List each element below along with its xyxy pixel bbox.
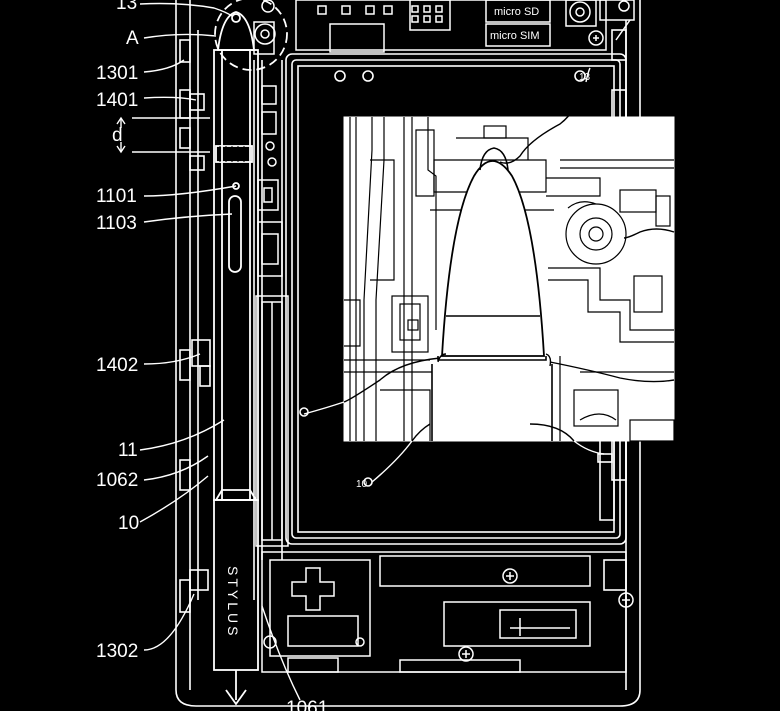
micro-sd-slot bbox=[485, 0, 551, 23]
label-11: 11 bbox=[118, 440, 138, 461]
label-A: A bbox=[126, 28, 139, 49]
detail-leaders-outer bbox=[303, 67, 605, 483]
top-components: micro SD micro SIM bbox=[253, 0, 635, 55]
label-1101: 1101 bbox=[96, 186, 137, 207]
detail-view bbox=[343, 81, 675, 442]
reference-labels: 13 A 1301 1401 d 1101 1103 1402 11 1062 … bbox=[96, 0, 328, 711]
label-1062: 1062 bbox=[96, 470, 138, 491]
detail-label-10: 10 bbox=[356, 479, 368, 490]
label-1301: 1301 bbox=[96, 63, 138, 84]
stylus: STYLUS bbox=[213, 11, 259, 706]
detail-circle-a bbox=[214, 0, 288, 71]
leader-lines bbox=[116, 2, 301, 701]
detail-label-13: 13 bbox=[579, 72, 591, 83]
label-1401: 1401 bbox=[96, 90, 138, 111]
label-d: d bbox=[112, 125, 123, 146]
micro-sim-label: micro SIM bbox=[490, 30, 540, 42]
stylus-text: STYLUS bbox=[225, 566, 241, 638]
label-10: 10 bbox=[118, 513, 139, 534]
bottom-components bbox=[261, 551, 634, 673]
label-1103: 1103 bbox=[96, 213, 137, 234]
label-1302: 1302 bbox=[96, 641, 138, 662]
micro-sim-slot bbox=[485, 23, 551, 47]
internal-components-left bbox=[255, 85, 289, 547]
stylus-button bbox=[228, 195, 242, 273]
label-1402: 1402 bbox=[96, 355, 138, 376]
label-13: 13 bbox=[116, 0, 137, 14]
micro-sd-label: micro SD bbox=[494, 6, 539, 18]
label-1061: 1061 bbox=[286, 698, 328, 711]
